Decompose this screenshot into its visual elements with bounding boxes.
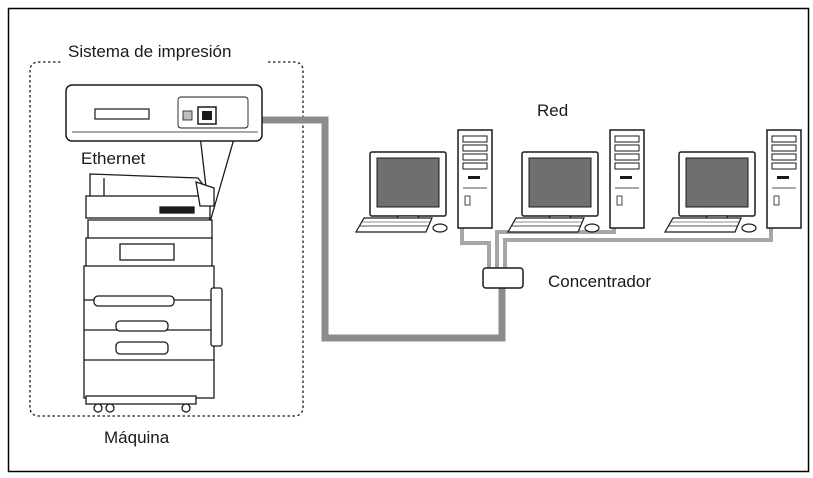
computer-icon-1 <box>356 130 492 232</box>
hub-label: Concentrador <box>548 273 651 290</box>
printing-system-label: Sistema de impresión <box>68 43 231 60</box>
computer-icon-2 <box>508 130 644 232</box>
machine-label: Máquina <box>104 429 169 446</box>
computer-icon-3 <box>665 130 801 232</box>
network-label: Red <box>537 102 568 119</box>
ethernet-label: Ethernet <box>81 150 145 167</box>
hub-icon <box>483 268 523 288</box>
printer-icon <box>84 174 222 412</box>
